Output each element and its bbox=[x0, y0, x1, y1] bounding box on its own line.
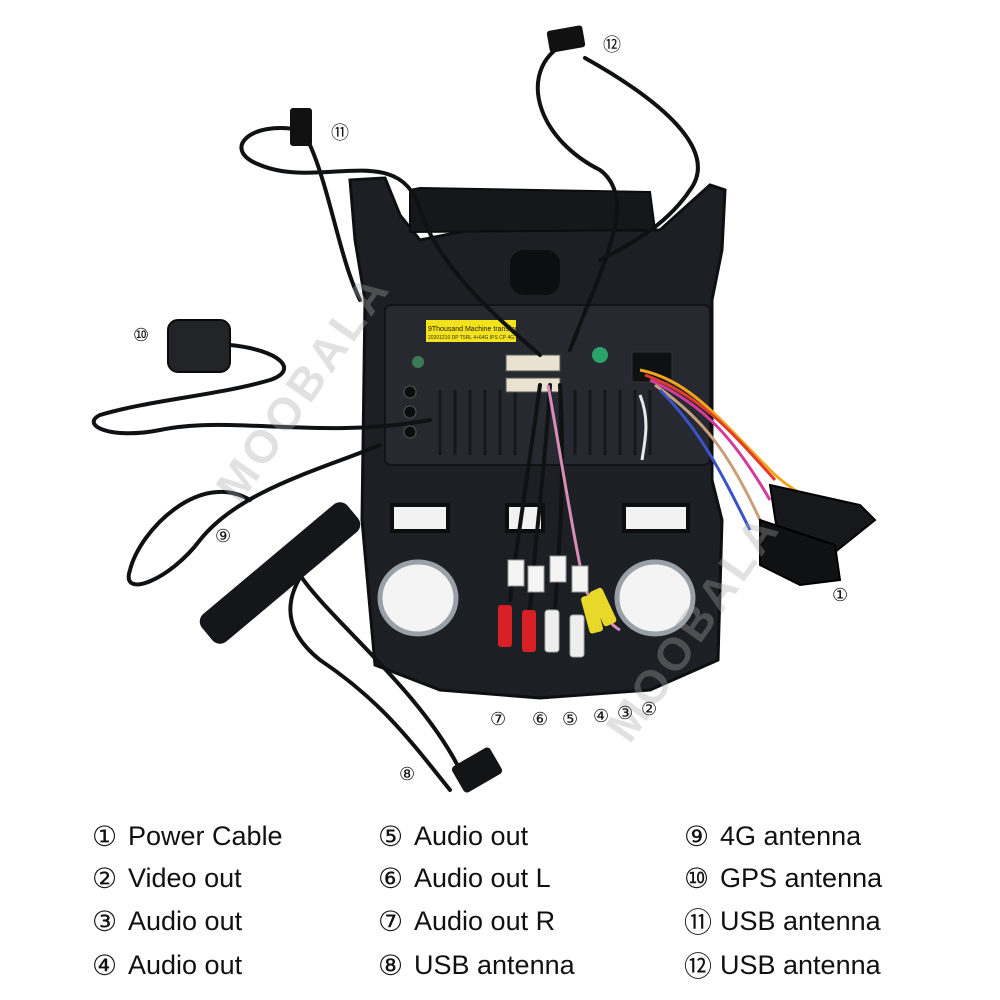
green-sticker-left bbox=[412, 356, 424, 368]
4g-antenna-bar bbox=[199, 502, 361, 644]
legend-num: ⑫ bbox=[684, 950, 713, 983]
callout-11: ⑪ bbox=[331, 123, 349, 144]
legend-text: Audio out bbox=[128, 949, 243, 980]
callout-9: ⑨ bbox=[215, 526, 232, 547]
legend-item-8: ⑧ USB antenna bbox=[378, 945, 575, 985]
legend-num: ③ bbox=[92, 904, 118, 938]
callout-10: ⑩ bbox=[133, 325, 150, 346]
yellow-label bbox=[426, 320, 516, 342]
label-line2: 20201210 DP T5RL 4+64G IPS CP 4G SIM bbox=[428, 335, 524, 341]
cable-usb-8b bbox=[298, 573, 462, 772]
legend-item-9: ⑨ 4G antenna bbox=[684, 816, 861, 856]
legend-text: USB antenna bbox=[720, 905, 881, 936]
vent-right bbox=[622, 503, 690, 533]
legend-num: ⑨ bbox=[684, 819, 710, 853]
cable-usb-12 bbox=[535, 48, 619, 352]
legend-num: ② bbox=[92, 861, 118, 895]
cable-rca-3 bbox=[553, 383, 565, 612]
legend-item-6: ⑥ Audio out L bbox=[378, 858, 551, 898]
callout-4: ④ bbox=[593, 706, 610, 727]
legend-text: Audio out R bbox=[414, 905, 556, 936]
cable-usb-12b bbox=[583, 56, 700, 262]
legend-num: ⑤ bbox=[378, 819, 404, 853]
gps-antenna-puck bbox=[167, 319, 231, 373]
legend-text: USB antenna bbox=[720, 949, 881, 980]
connector-top bbox=[505, 354, 561, 372]
legend-item-7: ⑦ Audio out R bbox=[378, 901, 555, 941]
legend-num: ⑧ bbox=[378, 948, 404, 982]
legend-text: Video out bbox=[128, 862, 242, 893]
legend-num: ④ bbox=[92, 948, 118, 982]
callout-5: ⑤ bbox=[562, 709, 579, 730]
jack-2 bbox=[403, 405, 417, 419]
usb-plug-12 bbox=[546, 25, 586, 53]
legend-item-2: ② Video out bbox=[92, 858, 242, 898]
legend-item-10: ⑩ GPS antenna bbox=[684, 858, 882, 898]
legend-num: ① bbox=[92, 819, 118, 853]
cable-usb-11b bbox=[308, 143, 362, 302]
legend-item-12: ⑫ USB antenna bbox=[684, 945, 881, 985]
cable-usb-11 bbox=[239, 126, 542, 357]
cable-4g bbox=[126, 443, 382, 587]
jack-3 bbox=[403, 425, 417, 439]
legend-item-4: ④ Audio out bbox=[92, 945, 242, 985]
jack-1 bbox=[403, 385, 417, 399]
legend-item-5: ⑤ Audio out bbox=[378, 816, 528, 856]
legend-text: GPS antenna bbox=[720, 862, 883, 893]
callout-12: ⑫ bbox=[603, 35, 621, 56]
legend-num: ⑥ bbox=[378, 861, 404, 895]
top-notch bbox=[510, 250, 560, 295]
callout-8: ⑧ bbox=[399, 764, 416, 785]
legend-text: Audio out L bbox=[414, 862, 551, 893]
legend-num: ⑪ bbox=[684, 906, 713, 939]
legend-text: Power Cable bbox=[128, 820, 283, 851]
callout-1: ① bbox=[832, 585, 849, 606]
label-line1: 9Thousand Machine transform bbox=[428, 326, 523, 333]
rca-tags bbox=[507, 555, 589, 593]
legend-text: 4G antenna bbox=[720, 820, 862, 851]
vent-left bbox=[390, 503, 450, 533]
round-cutout-left bbox=[377, 559, 459, 637]
callout-7: ⑦ bbox=[490, 709, 507, 730]
callout-2: ② bbox=[641, 699, 658, 720]
callout-6: ⑥ bbox=[532, 709, 549, 730]
top-bracket bbox=[409, 186, 657, 234]
green-sticker bbox=[592, 347, 608, 363]
legend-item-3: ③ Audio out bbox=[92, 901, 242, 941]
product-photo: 9Thousand Machine transform 20201210 DP … bbox=[91, 25, 877, 793]
usb-plug-8 bbox=[451, 747, 503, 793]
iso-plug-2 bbox=[759, 518, 842, 587]
legend-text: Audio out bbox=[414, 820, 529, 851]
heatsink-ribs bbox=[438, 390, 652, 455]
round-cutout-right bbox=[614, 559, 696, 637]
legend-item-11: ⑪ USB antenna bbox=[684, 901, 881, 941]
usb-plug-11 bbox=[290, 108, 312, 146]
legend-text: Audio out bbox=[128, 905, 243, 936]
legend-num: ⑩ bbox=[684, 861, 710, 895]
rca-plugs bbox=[498, 587, 617, 658]
cable-gps bbox=[91, 343, 432, 436]
legend-item-1: ① Power Cable bbox=[92, 816, 283, 856]
legend: ① Power Cable ② Video out ③ Audio out ④ … bbox=[0, 812, 1000, 992]
legend-num: ⑦ bbox=[378, 904, 404, 938]
legend-text: USB antenna bbox=[414, 949, 575, 980]
callout-3: ③ bbox=[617, 703, 634, 724]
